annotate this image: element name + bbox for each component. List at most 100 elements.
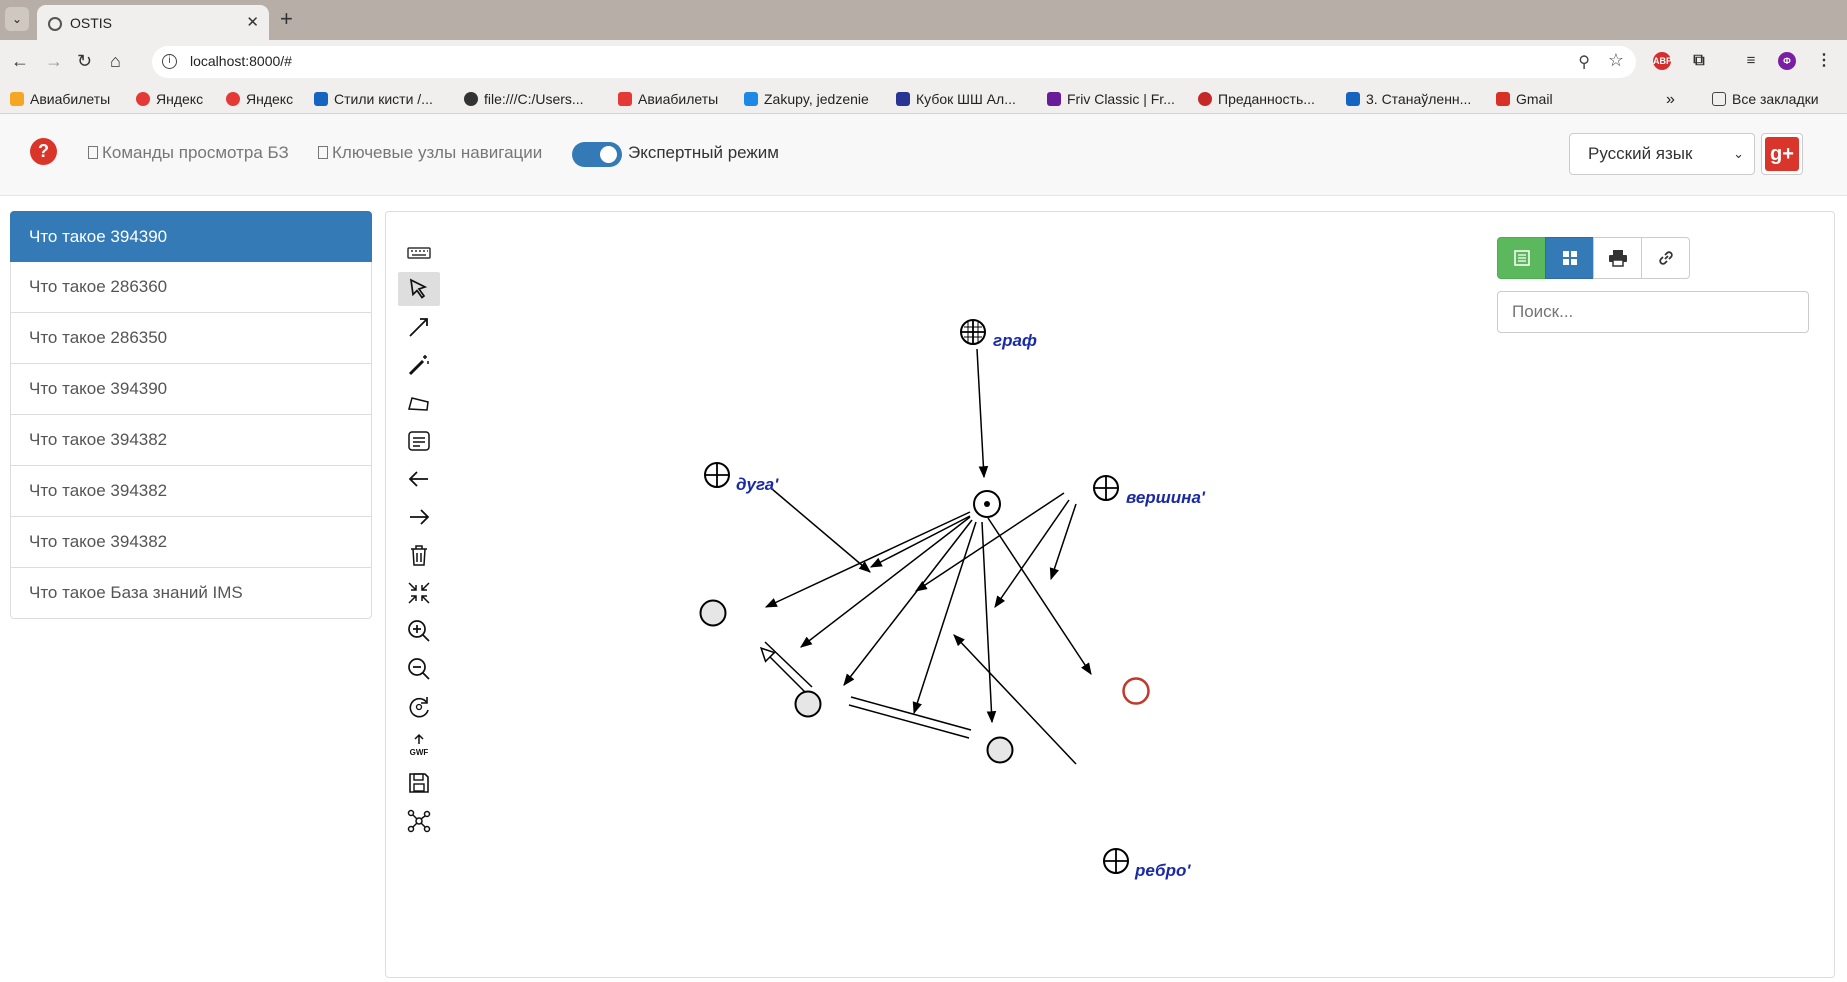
graph-arc[interactable] [994,499,1070,608]
close-icon[interactable]: ✕ [246,14,259,31]
keyboard-icon[interactable] [398,236,440,270]
structure-node[interactable] [973,490,1001,518]
home-icon[interactable]: ⌂ [110,51,121,71]
new-tab-button[interactable]: + [280,6,293,31]
history-item[interactable]: Что такое 286350 [10,313,372,364]
link-button[interactable] [1641,237,1690,279]
graph-node[interactable] [986,736,1014,764]
media-icon[interactable]: ≡ [1746,52,1756,69]
zoom-in-icon[interactable] [398,614,440,648]
history-item[interactable]: Что такое 394390 [10,211,372,262]
bookmark-item[interactable]: Стили кисти /... [314,91,433,107]
magic-wand-icon[interactable] [398,348,440,382]
bookmark-item[interactable]: Zakupy, jedzenie [744,91,869,107]
search-input[interactable] [1497,291,1809,333]
save-icon[interactable] [398,766,440,800]
text-view-button[interactable] [1497,237,1546,279]
document-icon [88,146,98,159]
scg-graph-canvas[interactable]: граф дуга' вершина' ребро' [386,212,1834,977]
node-label-graf: граф [993,331,1037,350]
graph-arc[interactable] [764,511,971,608]
bookmark-icon [314,92,328,106]
graph-node-highlighted[interactable] [1122,677,1150,705]
bookmark-item[interactable]: Яндекс [226,91,293,107]
tab-title: OSTIS [70,15,113,31]
collapse-icon[interactable] [398,576,440,610]
adblock-icon[interactable]: ABP [1653,52,1672,70]
history-item[interactable]: Что такое 394382 [10,517,372,568]
history-item[interactable]: Что такое База знаний IMS [10,568,372,619]
help-icon[interactable]: ? [30,138,57,165]
bookmark-item[interactable]: Авиабилеты [618,91,718,107]
profile-avatar[interactable]: Ф [1778,52,1796,70]
bookmark-item[interactable]: Gmail [1496,91,1553,107]
bookmark-icon [1346,92,1360,106]
google-plus-button[interactable]: g+ [1761,133,1803,175]
print-button[interactable] [1593,237,1642,279]
bookmark-item[interactable]: file:///C:/Users... [464,91,584,107]
class-node-rebro[interactable] [1103,848,1129,874]
graph-arc[interactable] [1049,503,1077,581]
graph-arc[interactable] [869,515,971,568]
zoom-icon[interactable]: ⚲ [1578,54,1590,71]
graph-arc[interactable] [914,492,1065,592]
graph-arc[interactable] [987,517,1092,676]
zoom-out-icon[interactable] [398,652,440,686]
class-node-vershina[interactable] [1093,475,1119,501]
menu-icon[interactable]: ⋮ [1816,52,1832,69]
all-bookmarks-button[interactable]: Все закладки [1712,91,1819,107]
graph-arc[interactable] [912,521,977,715]
back-arrow-icon[interactable]: ← [11,51,29,71]
navigation-nodes-menu[interactable]: Ключевые узлы навигации [318,143,542,163]
graph-arc[interactable] [953,634,1077,765]
arrow-left-icon[interactable] [398,462,440,496]
text-link-icon[interactable] [398,424,440,458]
bookmark-item[interactable]: Кубок ШШ Ал... [896,91,1016,107]
class-node-graf[interactable] [960,319,986,345]
graph-arc[interactable] [976,348,989,479]
contour-tool-icon[interactable] [398,386,440,420]
forward-arrow-icon[interactable]: → [45,51,63,71]
bookmarks-overflow-button[interactable]: » [1666,91,1675,108]
bookmark-item[interactable]: 3. Станаўленн... [1346,91,1471,107]
history-item[interactable]: Что такое 286360 [10,262,372,313]
reload-icon[interactable]: ↻ [77,51,93,71]
arc-tool-icon[interactable] [398,310,440,344]
trash-icon[interactable] [398,538,440,572]
bookmark-item[interactable]: Friv Classic | Fr... [1047,91,1175,107]
address-bar[interactable]: i localhost:8000/# ⚲ ☆ [152,46,1636,78]
graph-structure-icon[interactable] [398,804,440,838]
star-icon[interactable]: ☆ [1607,50,1624,70]
class-node-duga[interactable] [704,462,730,488]
url-text: localhost:8000/# [190,53,292,69]
site-info-icon[interactable]: i [162,54,177,69]
language-select[interactable]: Русский язык⌄ [1569,133,1755,175]
gwf-upload-icon[interactable]: GWF [398,728,440,762]
history-item[interactable]: Что такое 394382 [10,466,372,517]
graph-edge[interactable] [762,649,807,694]
bookmark-item[interactable]: Яндекс [136,91,203,107]
tab-search-icon[interactable]: ⌄ [5,7,29,31]
graph-arc[interactable] [800,516,971,648]
graph-edge[interactable] [764,641,813,688]
kb-commands-menu[interactable]: Команды просмотра БЗ [88,143,289,163]
history-item[interactable]: Что такое 394382 [10,415,372,466]
scg-editor-panel: GWF [385,211,1835,978]
history-item[interactable]: Что такое 394390 [10,364,372,415]
graph-node[interactable] [794,690,822,718]
layout-refresh-icon[interactable] [398,690,440,724]
bookmark-item[interactable]: Преданность... [1198,91,1315,107]
graph-edge[interactable] [850,696,972,731]
graph-arc[interactable] [843,519,973,686]
select-cursor-icon[interactable] [398,272,440,306]
graph-arc[interactable] [981,521,997,724]
arrow-right-icon[interactable] [398,500,440,534]
browser-tab[interactable]: OSTIS ✕ [37,5,269,40]
bookmark-item[interactable]: Авиабилеты [10,91,110,107]
graph-arc[interactable] [771,488,871,573]
expert-mode-toggle[interactable] [572,142,622,167]
graph-edge[interactable] [848,704,970,739]
extensions-icon[interactable]: ⧉ [1693,52,1705,69]
graph-node[interactable] [699,599,727,627]
bookmark-icon [896,92,910,106]
